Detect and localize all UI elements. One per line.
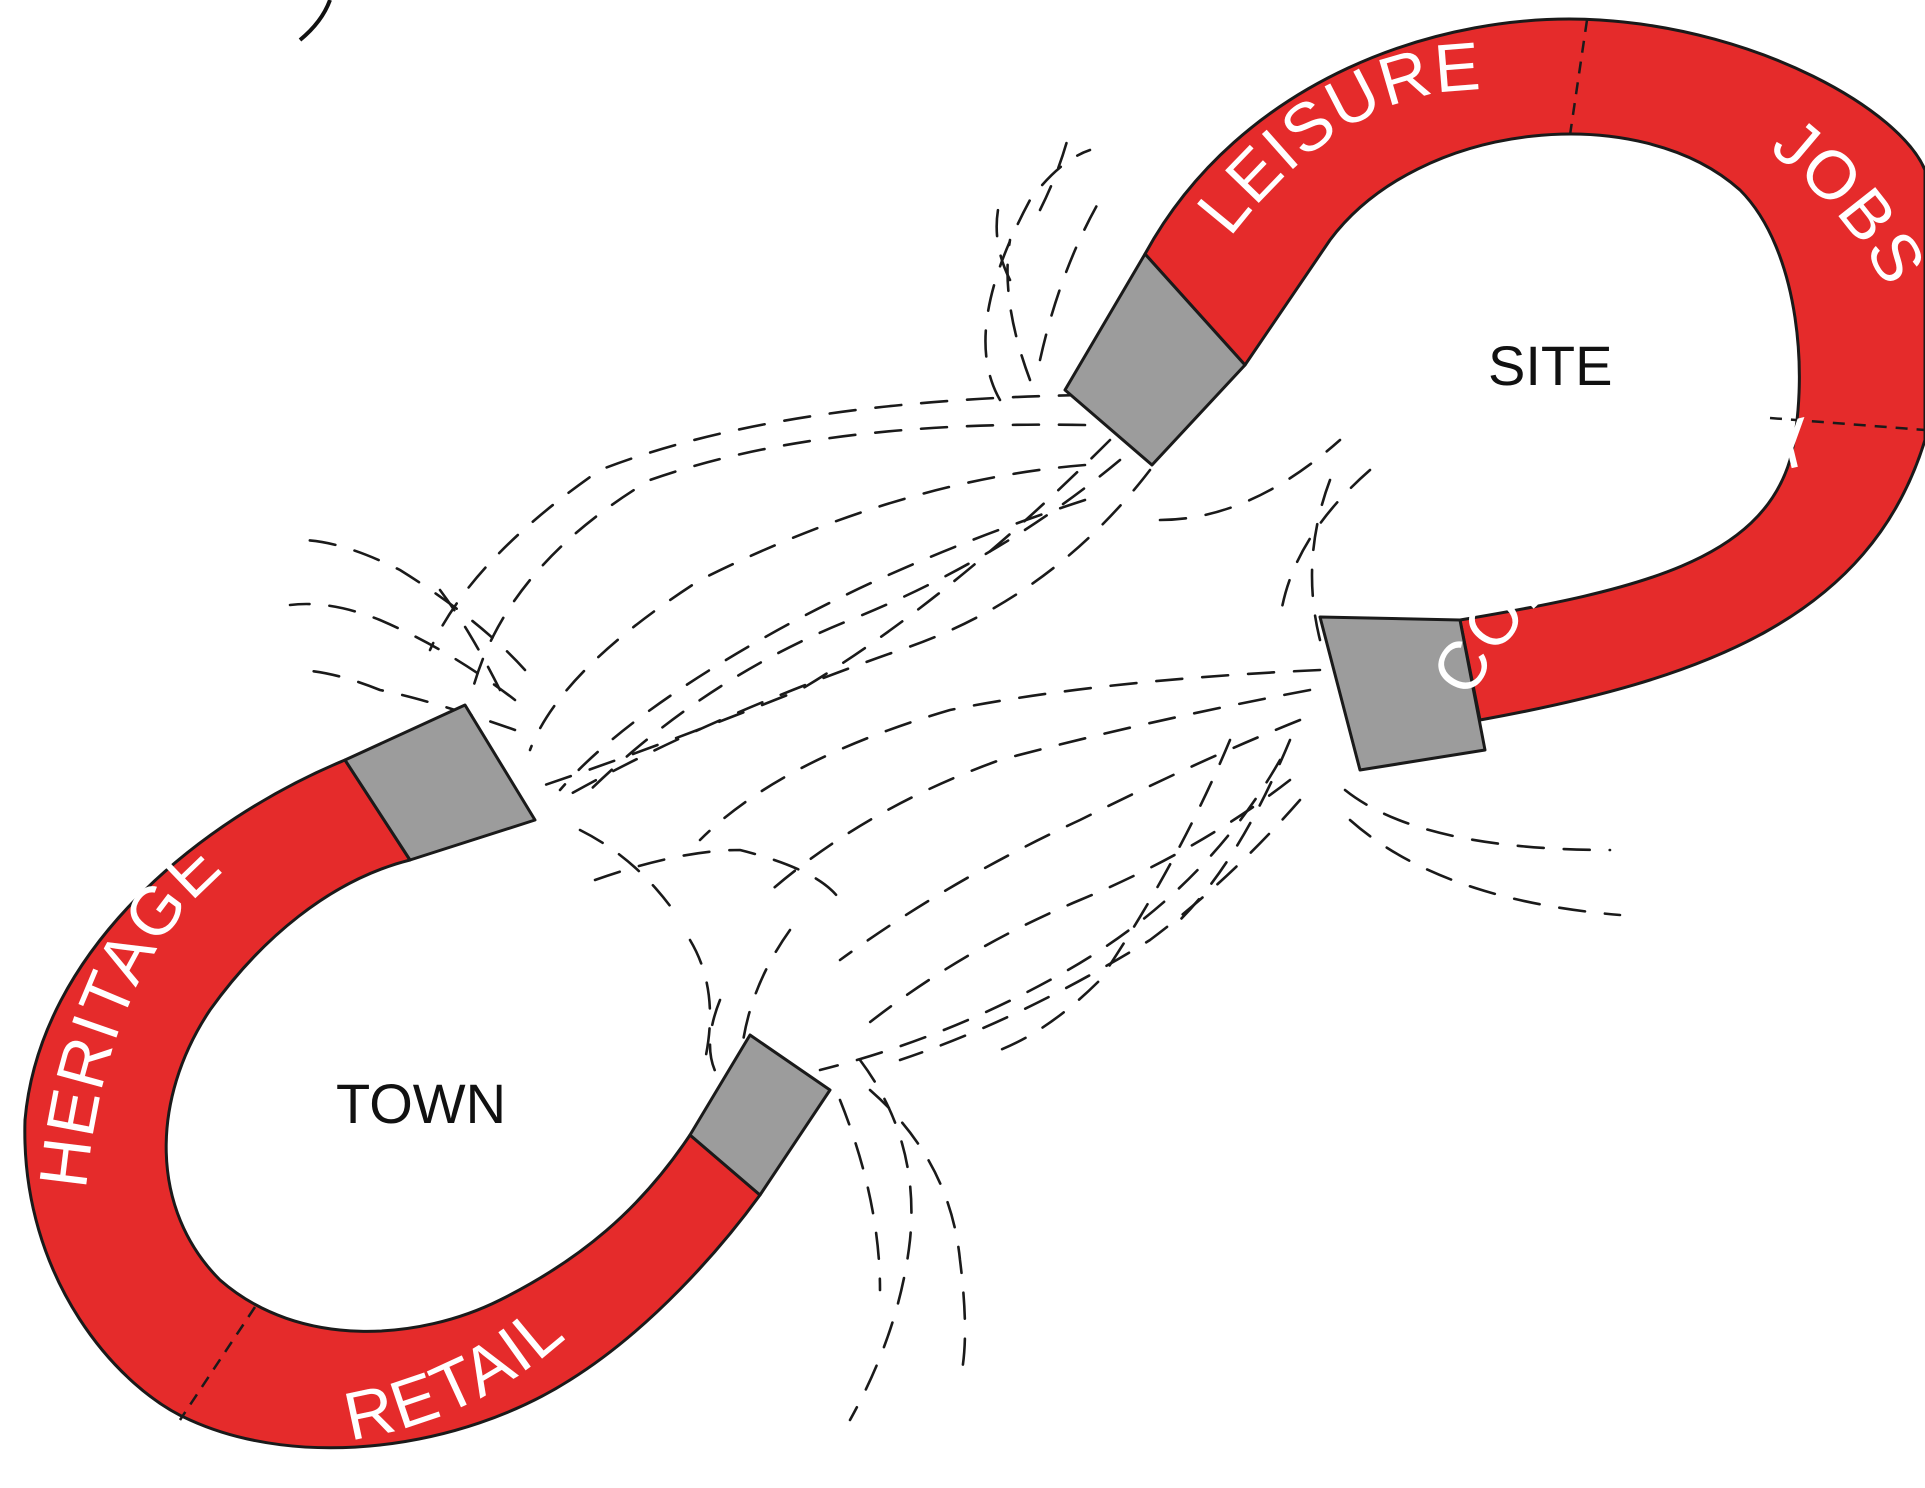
site-divider-jobs-community: [1769, 416, 1925, 432]
site-south-pole: [1318, 615, 1487, 772]
field-lines: [288, 128, 1622, 1422]
label-site: SITE: [1488, 334, 1612, 397]
town-south-pole: [688, 1033, 832, 1197]
label-town: TOWN: [336, 1072, 506, 1135]
site-north-pole: [1063, 252, 1247, 467]
town-magnet-body: [23, 758, 762, 1450]
town-divider-heritage-retail: [178, 1306, 257, 1421]
site-magnet-body: [1143, 17, 1925, 722]
corner-mark: [298, 0, 332, 42]
town-north-pole: [343, 703, 537, 862]
